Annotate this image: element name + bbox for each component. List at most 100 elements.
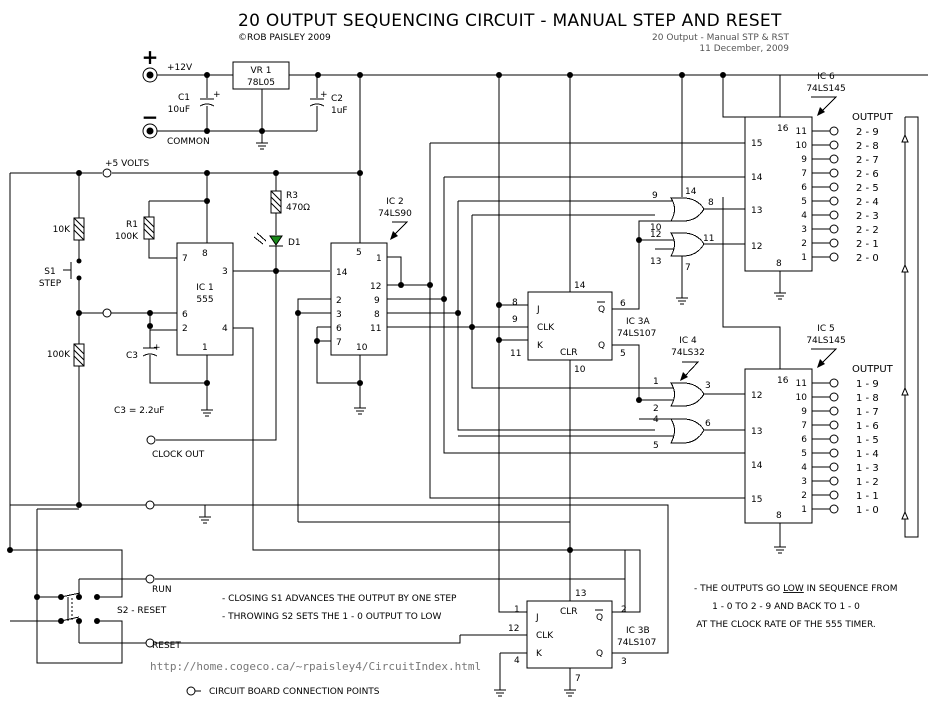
svg-text:STEP: STEP [39,279,62,289]
output-connection-point[interactable] [829,476,839,486]
output-connection-point[interactable] [829,420,839,430]
pin-number: 1 [801,253,807,263]
svg-text:100K: 100K [115,232,139,242]
output-label: 2 - 8 [856,141,879,152]
ic4-74ls32: 9 10 8 14 12 13 11 7 1 2 3 4 5 6 IC 4 74… [458,187,745,451]
output-connection-point[interactable] [829,252,839,262]
copyright: ©ROB PAISLEY 2009 [238,33,331,43]
source-url[interactable]: http://home.cogeco.ca/~rpaisley4/Circuit… [150,660,481,673]
pin-number: 6 [801,435,807,445]
svg-text:14: 14 [685,187,697,197]
svg-text:+: + [213,90,221,100]
output-connection-point[interactable] [829,238,839,248]
svg-text:6: 6 [620,299,626,309]
svg-text:74LS145: 74LS145 [806,336,845,346]
svg-text:11: 11 [703,234,714,244]
output-label: 1 - 8 [856,393,879,404]
svg-text:C1: C1 [178,93,190,103]
svg-text:J: J [535,613,539,623]
svg-text:1uF: 1uF [331,106,348,116]
output-label: 1 - 4 [856,449,879,460]
svg-text:9: 9 [652,191,658,201]
v12-label: +12V [167,63,193,73]
svg-text:10: 10 [574,365,586,375]
s2-reset-switch[interactable]: RUN RESET S2 - RESET [7,500,625,664]
svg-text:+5 VOLTS: +5 VOLTS [105,159,149,169]
output-connection-point[interactable] [829,126,839,136]
pin-number: 3 [801,225,807,235]
svg-text:4: 4 [653,415,659,425]
svg-text:12: 12 [751,242,762,252]
output-connection-point[interactable] [829,406,839,416]
svg-text:OUTPUT: OUTPUT [852,112,894,123]
svg-text:IC 4: IC 4 [679,336,697,346]
svg-text:3: 3 [222,267,228,277]
svg-text:12: 12 [751,391,762,401]
s2-label: S2 - RESET [117,606,167,616]
output-connection-point[interactable] [829,140,839,150]
svg-text:CLR: CLR [560,607,578,617]
output-connection-point[interactable] [829,462,839,472]
reset-label: RESET [152,641,181,651]
svg-text:Q: Q [598,305,605,315]
arrow-up-icon [901,133,909,143]
output-connection-point[interactable] [829,504,839,514]
pin-number: 3 [801,477,807,487]
svg-text:555: 555 [196,295,213,305]
output-connection-point[interactable] [829,378,839,388]
svg-text:14: 14 [751,173,763,183]
output-label: 2 - 6 [856,169,879,180]
svg-text:CLK: CLK [536,631,554,641]
output-connection-point[interactable] [829,210,839,220]
clock-out-label: CLOCK OUT [152,450,205,460]
output-connection-point[interactable] [829,224,839,234]
svg-text:4: 4 [514,656,520,666]
output-connection-point[interactable] [829,392,839,402]
output-connection-point[interactable] [829,154,839,164]
output-connection-point[interactable] [829,448,839,458]
output-label: 2 - 0 [856,253,879,264]
svg-text:7: 7 [685,263,691,273]
svg-text:14: 14 [336,268,348,278]
svg-text:1: 1 [653,377,659,387]
svg-text:2: 2 [653,404,659,414]
output-label: 1 - 5 [856,435,879,446]
svg-text:8: 8 [776,511,782,521]
pin-number: 1 [801,505,807,515]
svg-text:5: 5 [653,441,659,451]
capacitor-icon [199,98,325,107]
svg-text:IC 2: IC 2 [386,197,404,207]
svg-text:R3: R3 [286,191,298,201]
output-connection-point[interactable] [829,196,839,206]
svg-text:IC 6: IC 6 [817,72,835,82]
svg-text:2: 2 [182,324,188,334]
note-sequence-1: - THE OUTPUTS GO LOW IN SEQUENCE FROM [694,584,898,594]
svg-text:12: 12 [370,282,381,292]
svg-text:6: 6 [705,419,711,429]
svg-text:K: K [536,649,543,659]
ic3b-74ls107: 13 1 12 4 2 3 7 J CLK K CLR Q Q IC 3B 74… [10,504,669,697]
svg-text:8: 8 [776,259,782,269]
output-label: 1 - 1 [856,491,879,502]
svg-text:CLR: CLR [560,348,578,358]
output-connection-point[interactable] [829,434,839,444]
pin-number: 10 [796,393,808,403]
svg-text:+: + [320,90,328,100]
svg-text:1: 1 [514,605,520,615]
connection-point-5v-icon [102,168,112,178]
svg-text:13: 13 [751,206,762,216]
ic1-555 [176,242,234,356]
svg-text:C3: C3 [126,351,138,361]
output-connection-point[interactable] [829,182,839,192]
pin-number: 6 [801,183,807,193]
svg-text:1: 1 [376,254,382,264]
svg-text:15: 15 [751,139,762,149]
output-connection-point[interactable] [829,490,839,500]
output-label: 2 - 5 [856,183,879,194]
output-connection-point[interactable] [829,168,839,178]
svg-text:IC 1: IC 1 [196,283,214,293]
